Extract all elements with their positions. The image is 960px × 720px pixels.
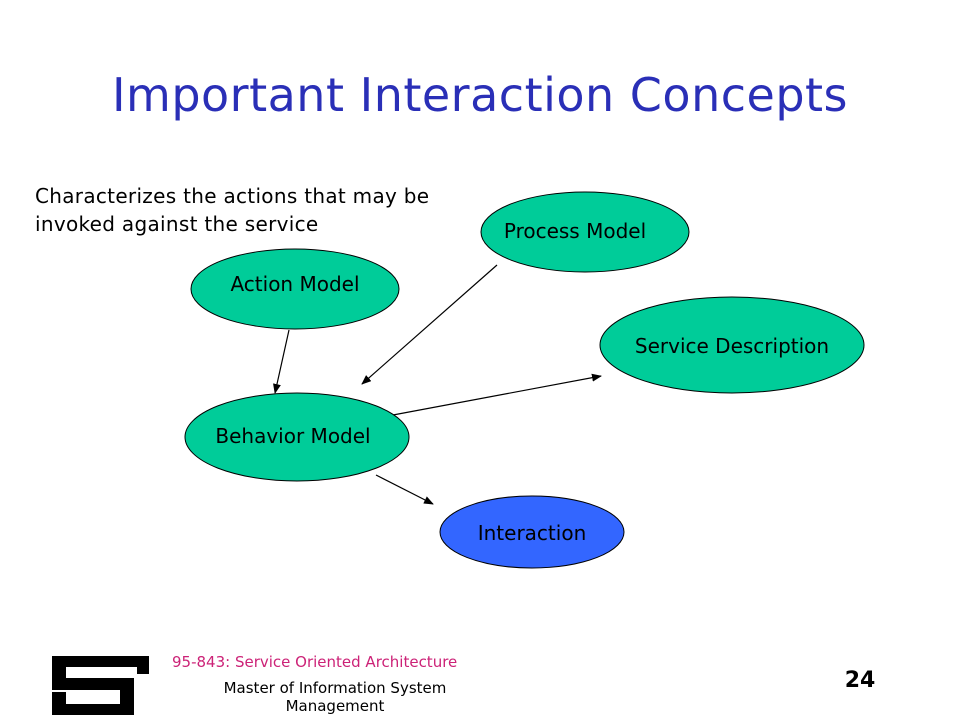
node-service-description: Service Description xyxy=(599,296,865,394)
edge-process-to-behavior xyxy=(361,264,498,385)
concept-diagram: Process Model Action Model Service Descr… xyxy=(184,191,865,569)
node-interaction-label: Interaction xyxy=(478,521,587,545)
node-action-model: Action Model xyxy=(190,248,400,330)
slide-title: Important Interaction Concepts xyxy=(111,68,849,122)
node-process-model-label: Process Model xyxy=(504,219,646,243)
node-action-model-label: Action Model xyxy=(230,272,359,296)
edge-behavior-to-interaction xyxy=(375,474,434,505)
node-behavior-model-label: Behavior Model xyxy=(215,424,370,448)
node-service-description-label: Service Description xyxy=(635,334,829,358)
footer-program-name: Master of Information System Management xyxy=(223,679,447,715)
page-number: 24 xyxy=(844,668,876,693)
edge-action-to-behavior xyxy=(273,329,290,394)
node-process-model: Process Model xyxy=(480,191,690,273)
node-interaction: Interaction xyxy=(439,495,625,569)
subtitle-text: Characterizes the actions that may be in… xyxy=(35,184,430,236)
edge-behavior-to-service xyxy=(392,373,602,416)
footer-course-title: 95-843: Service Oriented Architecture xyxy=(172,653,458,671)
cmu-logo-icon xyxy=(52,656,149,715)
node-behavior-model: Behavior Model xyxy=(184,392,410,482)
